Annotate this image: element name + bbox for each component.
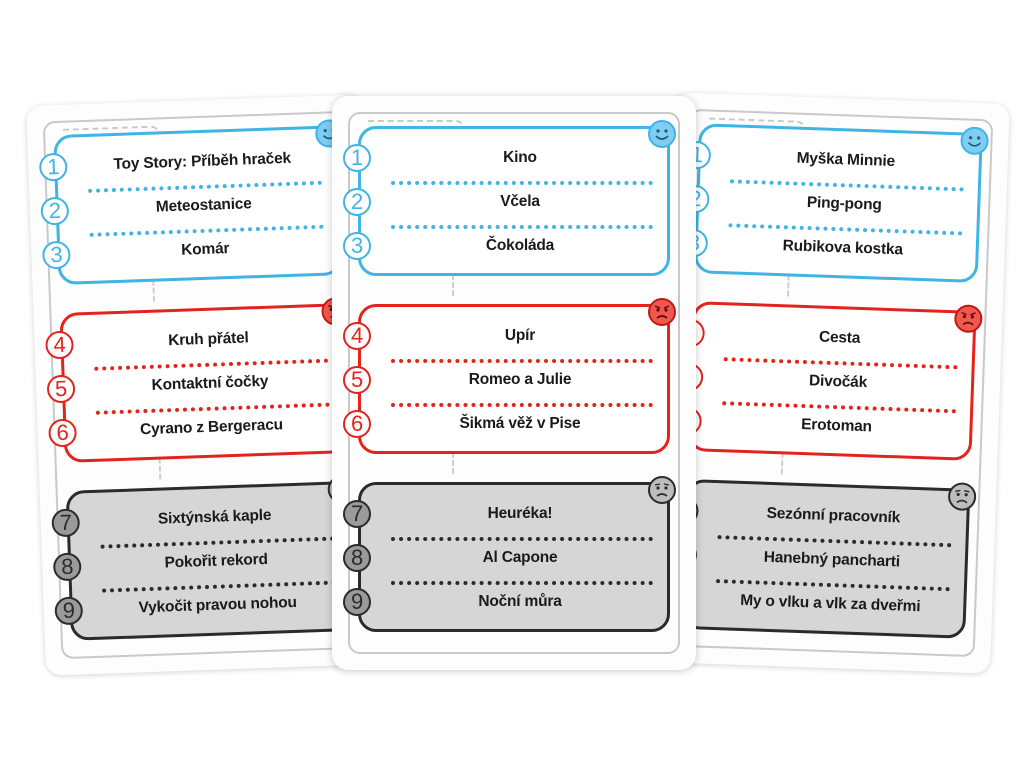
word-row: 8Hanebný pancharti xyxy=(668,535,951,585)
word-text: Erotoman xyxy=(800,415,873,436)
word-text: Sezónní pracovník xyxy=(766,504,901,527)
section-connector xyxy=(452,452,454,474)
number-badge: 1 xyxy=(38,152,68,182)
word-text: Čokoláda xyxy=(485,237,555,254)
number-badge: 7 xyxy=(343,500,371,528)
word-row: 7Sezónní pracovník xyxy=(669,491,953,541)
dotted-separator xyxy=(391,537,653,541)
black-section: 7Sezónní pracovník8Hanebný pancharti9My … xyxy=(666,478,977,639)
dotted-separator xyxy=(391,403,653,407)
word-row: 6Erotoman xyxy=(673,401,956,451)
word-row: 4 Upír xyxy=(343,315,653,357)
number-badge: 3 xyxy=(343,232,371,260)
word-row: 4Cesta xyxy=(676,313,959,363)
word-text: Divočák xyxy=(808,372,868,392)
word-text: Toy Story: Příběh hraček xyxy=(113,149,292,174)
number-badge: 4 xyxy=(45,330,74,360)
number-badge: 8 xyxy=(343,544,371,572)
word-text: Romeo a Julie xyxy=(468,371,572,388)
number-badge: 3 xyxy=(41,240,71,270)
word-text: My o vlku a vlk za dveřmi xyxy=(739,591,921,616)
word-text: Al Capone xyxy=(482,549,558,566)
word-row: 1 Kino xyxy=(343,137,653,179)
word-row: 2Ping-pong xyxy=(680,179,964,229)
number-badge: 6 xyxy=(343,410,371,438)
word-text: Rubikova kostka xyxy=(782,237,904,259)
number-badge: 9 xyxy=(54,596,84,626)
word-text: Pokořit rekord xyxy=(164,550,268,572)
red-section: 4Cesta5Divočák6Erotoman xyxy=(673,301,983,461)
number-badge: 7 xyxy=(51,508,81,538)
smiley-face-icon xyxy=(960,126,989,155)
number-badge: 2 xyxy=(40,196,70,226)
angry-face-icon xyxy=(648,298,676,326)
word-row: 3 Čokoláda xyxy=(343,225,653,267)
word-row: 2 Meteostanice xyxy=(40,181,323,231)
black-section: 7 Sixtýnská kaple 8 Pokořit rekord 9 Vykočit … xyxy=(51,475,356,641)
word-row: 5 Kontaktní čočky xyxy=(46,359,329,409)
word-text: Hanebný pancharti xyxy=(763,548,901,571)
number-badge: 5 xyxy=(343,366,371,394)
dotted-separator xyxy=(391,581,653,585)
sad-face-icon xyxy=(948,482,977,511)
word-row: 6 Cyrano z Bergeracu xyxy=(48,403,331,453)
word-text: Cyrano z Bergeracu xyxy=(139,416,284,439)
word-text: Vykočit pravou nohou xyxy=(138,593,298,617)
red-section: 4 Kruh přátel 5 Kontaktní čočky 6 Cyrano z Be… xyxy=(45,297,350,463)
blue-section: 1 Kino 2 Včela 3 Čokoláda xyxy=(343,120,676,276)
word-row: 3 Komár xyxy=(41,225,325,275)
word-row: 8 Al Capone xyxy=(343,537,653,579)
word-row: 2 Včela xyxy=(343,181,653,223)
word-row: 4 Kruh přátel xyxy=(45,315,328,365)
sad-face-icon xyxy=(648,476,676,504)
word-text: Sixtýnská kaple xyxy=(157,506,272,528)
dotted-separator xyxy=(391,359,653,363)
word-text: Heuréka! xyxy=(487,505,553,522)
word-text: Šikmá věž v Pise xyxy=(459,415,581,432)
number-badge: 4 xyxy=(343,322,371,350)
word-text: Kontaktní čočky xyxy=(151,372,269,394)
word-text: Noční můra xyxy=(478,593,562,610)
number-badge: 2 xyxy=(343,188,371,216)
word-text: Kruh přátel xyxy=(167,329,249,350)
word-row: 1 Toy Story: Příběh hraček xyxy=(38,137,322,187)
word-text: Cesta xyxy=(818,328,861,347)
word-row: 9My o vlku a vlk za dveřmi xyxy=(666,579,950,629)
number-badge: 5 xyxy=(46,374,76,404)
word-row: 8 Pokořit rekord xyxy=(52,537,336,587)
number-badge: 6 xyxy=(48,418,78,448)
word-row: 5 Romeo a Julie xyxy=(343,359,653,401)
angry-face-icon xyxy=(954,304,983,333)
word-text: Upír xyxy=(504,327,536,344)
dotted-separator xyxy=(391,181,653,185)
dotted-separator xyxy=(391,225,653,229)
word-text: Meteostanice xyxy=(155,195,252,216)
word-text: Komár xyxy=(180,240,230,259)
number-badge: 1 xyxy=(343,144,371,172)
word-row: 9 Vykočit pravou nohou xyxy=(54,581,337,631)
word-row: 5Divočák xyxy=(674,357,957,407)
blue-section: 1 Toy Story: Příběh hraček 2 Meteostanice 3 K… xyxy=(38,119,344,286)
word-text: Kino xyxy=(503,149,537,166)
word-row: 7 Heuréka! xyxy=(343,493,653,535)
word-card-center: 1 Kino 2 Včela 3 Čokoláda 4 Upír 5 Romeo a Julie… xyxy=(332,96,696,670)
number-badge: 9 xyxy=(343,588,371,616)
number-badge: 8 xyxy=(52,552,82,582)
word-text: Myška Minnie xyxy=(796,149,896,171)
word-row: 6 Šikmá věž v Pise xyxy=(343,403,653,445)
word-row: 3Rubikova kostka xyxy=(679,223,962,273)
black-section: 7 Heuréka! 8 Al Capone 9 Noční můra xyxy=(343,476,676,632)
red-section: 4 Upír 5 Romeo a Julie 6 Šikmá věž v Pise xyxy=(343,298,676,454)
word-row: 9 Noční můra xyxy=(343,581,653,623)
word-text: Včela xyxy=(500,193,540,210)
word-text: Ping-pong xyxy=(806,194,882,214)
smiley-face-icon xyxy=(648,120,676,148)
word-row: 7 Sixtýnská kaple xyxy=(51,493,334,543)
section-connector xyxy=(452,274,454,296)
